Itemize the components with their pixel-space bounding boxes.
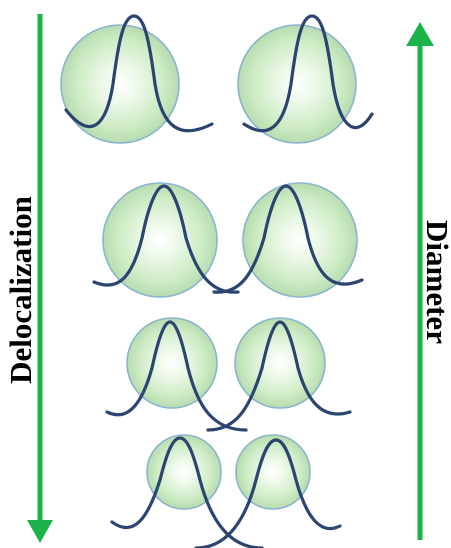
diameter-label: Diameter [420,220,451,344]
smallest-spheres-row [112,435,340,548]
medium-spheres-row [107,318,350,430]
delocalization-label: Delocalization [3,196,38,384]
largest-spheres-row [61,16,372,143]
large-spheres-row [94,183,362,297]
